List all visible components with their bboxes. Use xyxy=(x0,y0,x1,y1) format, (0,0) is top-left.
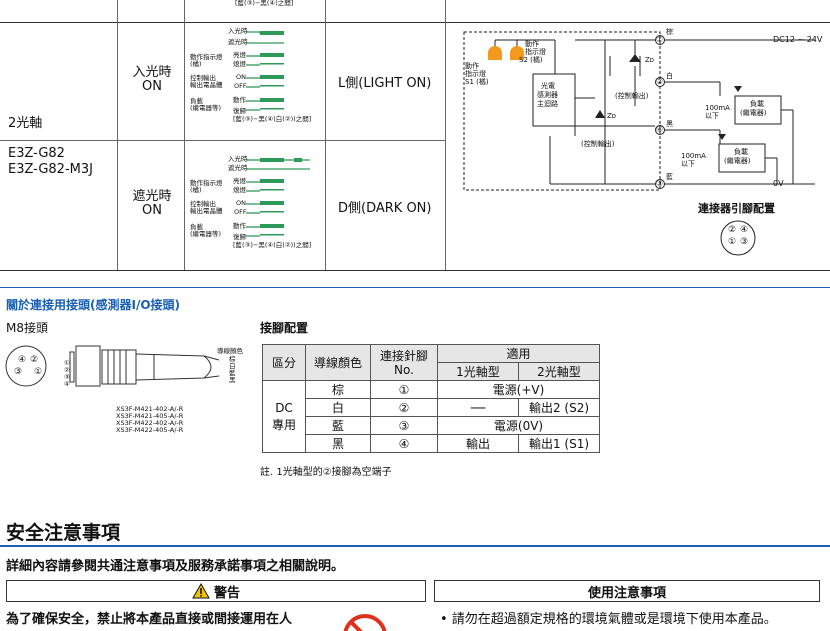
timing-chart-dark-on: 入光時 遮光時 動作指示燈 (橘) 亮燈 熄燈 控制輸出 輸出電晶體 ON OF… xyxy=(190,155,312,249)
warning-triangle-icon xyxy=(192,583,210,599)
pin-note: 註. 1光軸型的②接腳為空端子 xyxy=(260,467,392,478)
output-dark-on: D側(DARK ON) xyxy=(338,201,432,216)
connector-pin-title: 連接器引腳配置 xyxy=(698,202,775,215)
model-name-1: E3Z-G82 xyxy=(8,146,65,161)
pin-config-title: 接腳配置 xyxy=(260,321,309,335)
warning-text: 為了確保安全，禁止將本產品直接或間接運用在人 xyxy=(6,612,293,627)
supply-voltage: DC12 ~ 24V xyxy=(773,35,823,44)
model-axis-label: 2光軸 xyxy=(8,116,43,131)
m8-connector-drawing: ④ ② ③ ① ① ② ③ ④ 導線顏色 棕 白 藍 黑 XS3F-M421-4… xyxy=(4,342,254,452)
main-circuit-label: 光電 xyxy=(541,82,555,90)
usage-header: 使用注意事項 xyxy=(434,580,820,602)
prohibition-icon xyxy=(343,614,387,631)
timing-note-top: [藍(③)−黑(④)之間] xyxy=(235,0,294,7)
m8-title: M8接頭 xyxy=(6,321,48,335)
model-name-2: E3Z-G82-M3J xyxy=(8,162,93,177)
connector-section-heading: 關於連接用接頭(感測器I/O接頭) xyxy=(6,298,181,312)
safety-subtitle: 詳細內容請參閱共通注意事項及服務承諾事項之相關說明。 xyxy=(6,559,345,574)
warning-header: 警告 xyxy=(6,580,426,602)
timing-chart-light-on: 入光時 遮光時 動作指示燈 (橘) 亮燈 熄燈 控制輸出 輸出電晶體 ON OF… xyxy=(190,27,312,123)
usage-text: • 請勿在超過額定規格的環境氣體或是環境下使用本產品。 xyxy=(440,612,777,627)
output-light-on: L側(LIGHT ON) xyxy=(338,76,432,91)
safety-title: 安全注意事項 xyxy=(6,522,121,544)
zero-volt: 0V xyxy=(773,179,784,188)
output-circuit-diagram: 棕 白 黑 藍 ① ② ④ ③ DC12 ~ 24V 0V 動作 指示燈 S1 … xyxy=(455,26,827,266)
